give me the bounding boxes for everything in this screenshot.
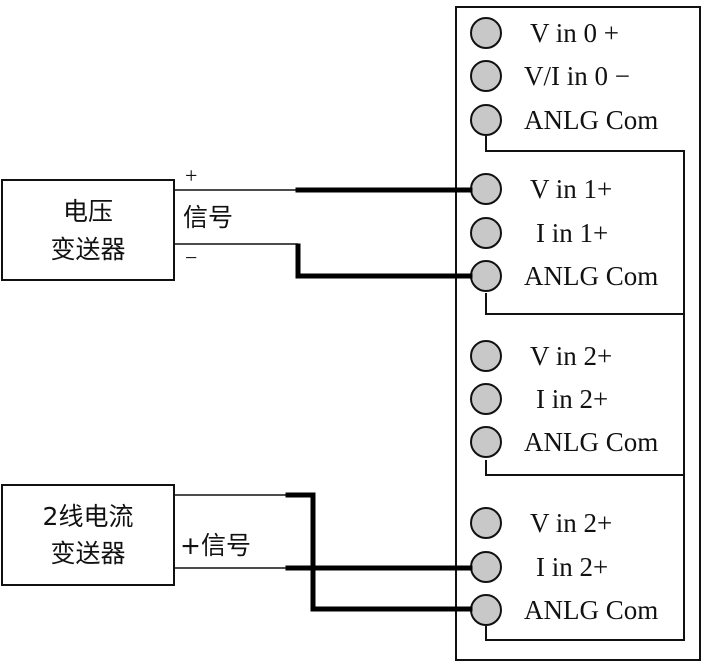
current-transmitter-line1: 2线电流 <box>43 502 134 531</box>
terminal-0-0 <box>470 17 502 49</box>
terminal-label: I in 2+ <box>536 552 608 582</box>
terminal-label: ANLG Com <box>524 595 658 625</box>
terminal-label: V in 2+ <box>530 341 612 371</box>
voltage-transmitter-box <box>1 179 175 281</box>
terminal-3-0 <box>470 507 502 539</box>
terminal-label: ANLG Com <box>524 105 658 135</box>
minus-sign: − <box>185 245 197 270</box>
terminal-label: V in 2+ <box>530 508 612 538</box>
current-transmitter-box <box>1 484 175 586</box>
terminal-2-2 <box>470 426 502 458</box>
terminal-2-1 <box>470 383 502 415</box>
voltage-minus-wire <box>295 243 473 279</box>
terminal-3-2 <box>470 594 502 626</box>
terminal-1-2 <box>470 260 502 292</box>
terminal-2-0 <box>470 340 502 372</box>
terminal-label: V in 0 + <box>530 18 619 48</box>
group-0-1-bracket <box>485 136 685 315</box>
terminal-1-0 <box>470 173 502 205</box>
current-transmitter-line2: 变送器 <box>50 539 125 568</box>
terminal-1-1 <box>470 217 502 249</box>
plus-sign: + <box>185 163 197 188</box>
group-bracket-lines <box>485 136 685 641</box>
terminal-label: V/I in 0 − <box>524 61 630 91</box>
voltage-signal-label: 信号 <box>183 203 233 232</box>
terminal-label: ANLG Com <box>524 261 658 291</box>
group-2-3-bracket <box>485 460 685 641</box>
current-top-wire <box>285 492 473 612</box>
current-signal-label: +信号 <box>180 531 251 560</box>
terminal-block: V in 0 + V/I in 0 − ANLG Com V in 1+ I in 1+… <box>470 17 658 626</box>
terminal-3-1 <box>470 551 502 583</box>
voltage-transmitter-line1: 电压 <box>63 197 113 226</box>
terminal-0-1 <box>470 60 502 92</box>
terminal-0-2 <box>470 104 502 136</box>
terminal-label: V in 1+ <box>530 174 612 204</box>
terminal-label: ANLG Com <box>524 427 658 457</box>
terminal-label: I in 1+ <box>536 218 608 248</box>
terminal-label: I in 2+ <box>536 384 608 414</box>
voltage-transmitter-line2: 变送器 <box>50 235 125 264</box>
